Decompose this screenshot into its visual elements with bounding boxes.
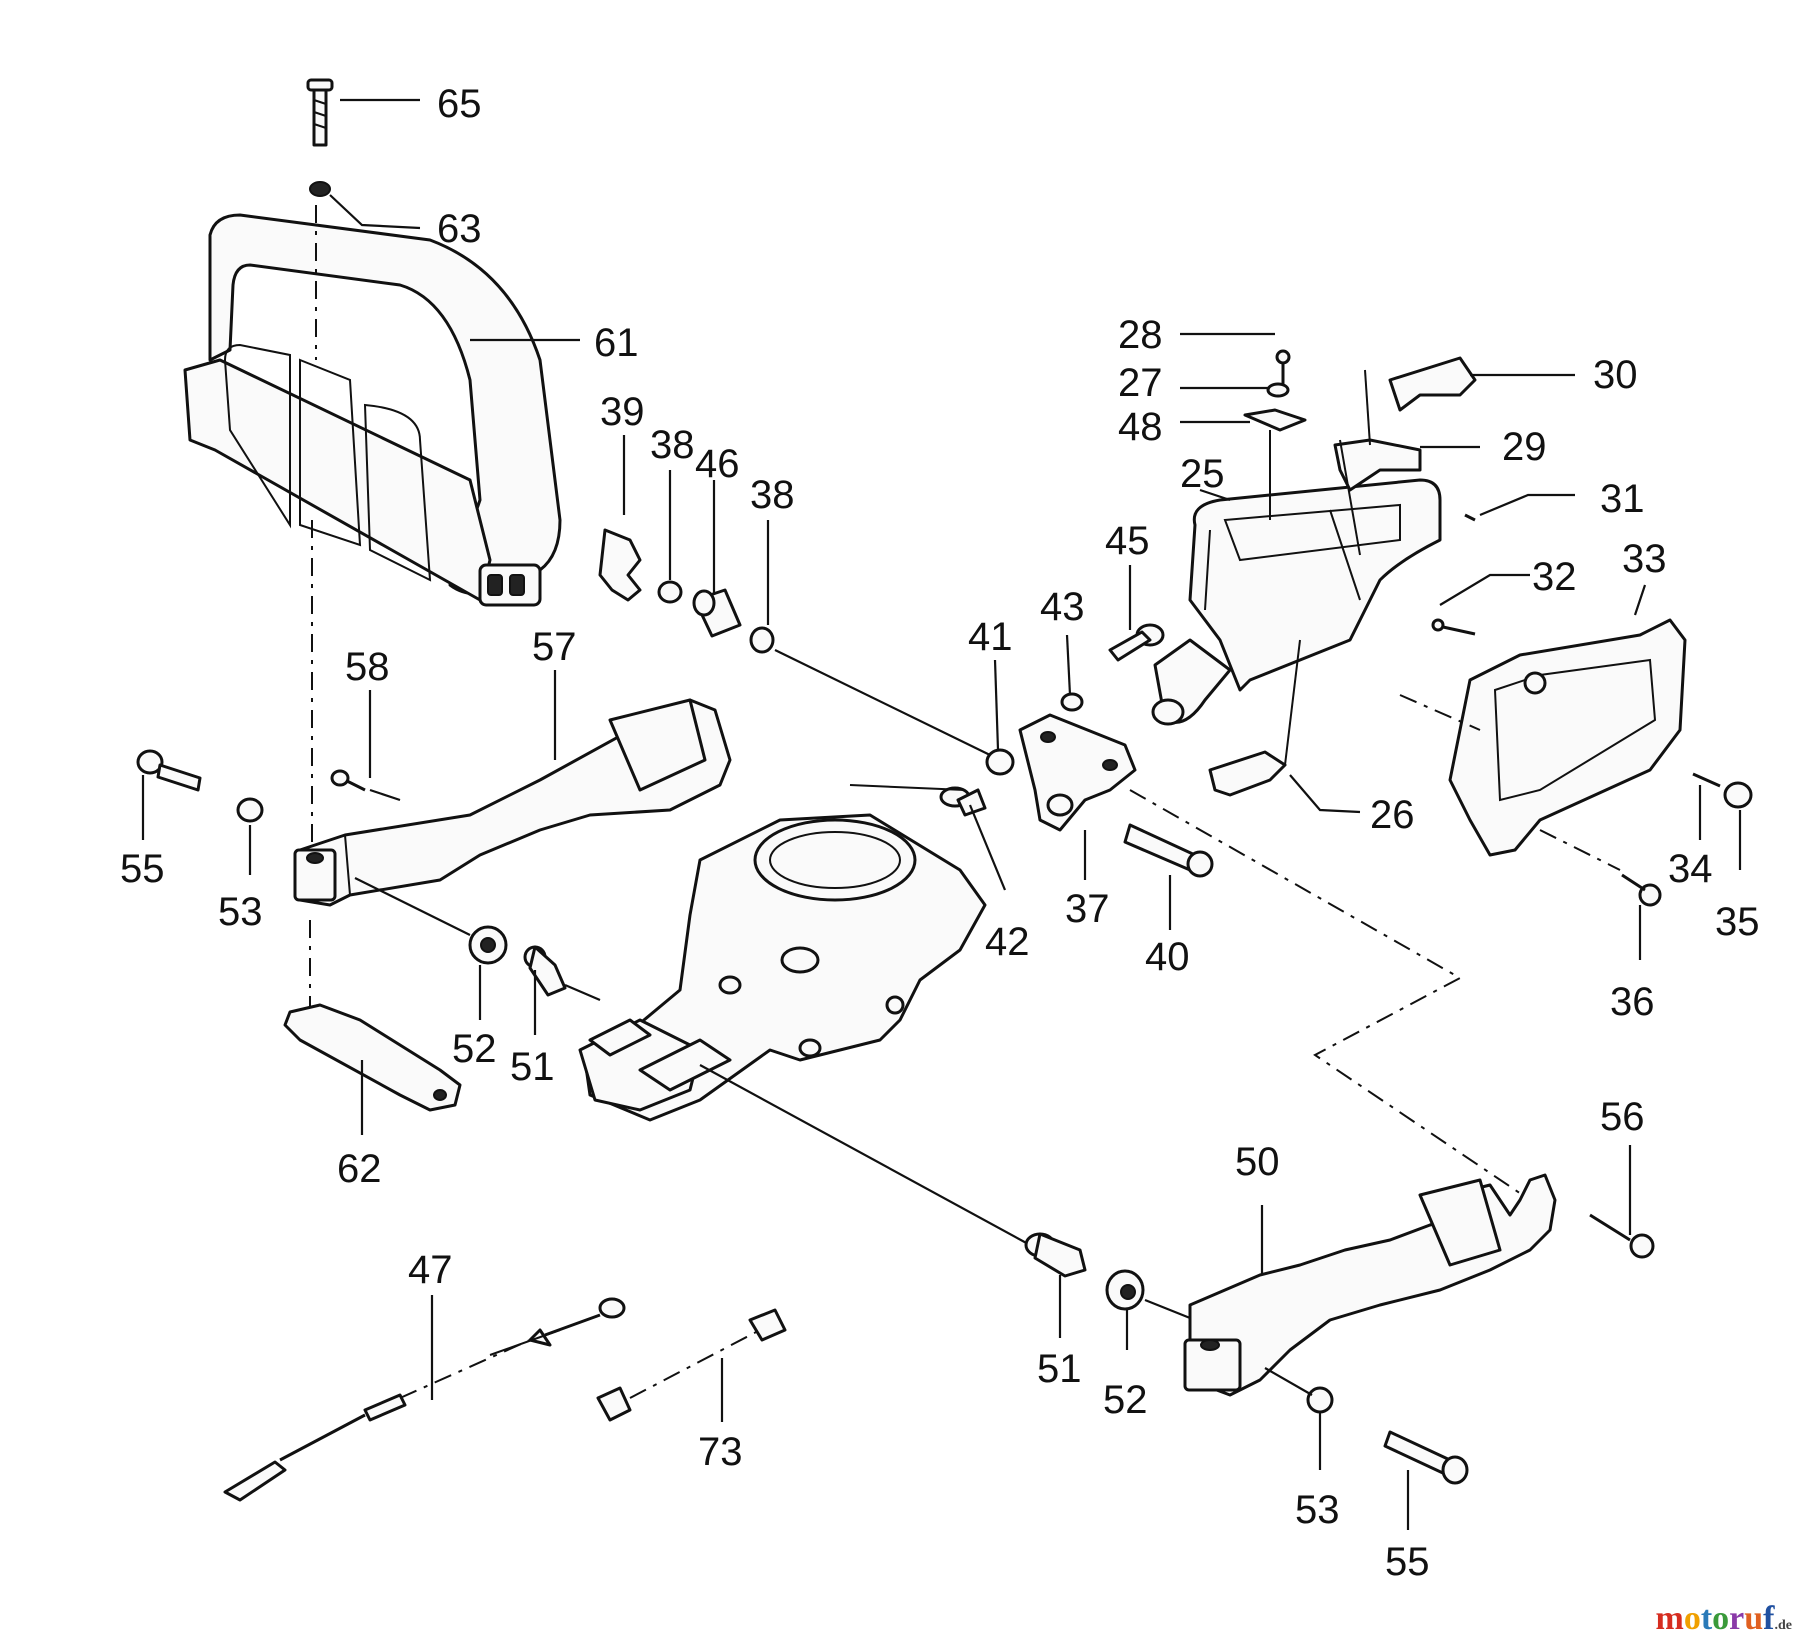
label-38a: 38 xyxy=(650,423,695,467)
sleeve-51a xyxy=(523,945,567,997)
label-51a: 51 xyxy=(510,1045,555,1089)
rear-handle-25 xyxy=(1151,478,1442,726)
label-32: 32 xyxy=(1532,555,1577,599)
label-57: 57 xyxy=(532,625,577,669)
throttle-cable-47 xyxy=(223,1297,626,1502)
lever-30 xyxy=(1388,356,1477,412)
screw-36 xyxy=(1621,873,1662,907)
bolt-55a xyxy=(136,749,202,792)
label-30: 30 xyxy=(1593,353,1638,397)
label-51b: 51 xyxy=(1037,1347,1082,1391)
label-53a: 53 xyxy=(218,890,263,934)
mount-arm-57 xyxy=(293,698,732,907)
washer-38a xyxy=(657,580,683,604)
label-37: 37 xyxy=(1065,887,1110,931)
label-45: 45 xyxy=(1105,519,1150,563)
screw-56 xyxy=(1589,1213,1655,1259)
bracket-26 xyxy=(1208,750,1287,797)
label-35: 35 xyxy=(1715,900,1760,944)
label-28: 28 xyxy=(1118,313,1163,357)
label-33: 33 xyxy=(1622,537,1667,581)
label-62: 62 xyxy=(337,1147,382,1191)
label-61: 61 xyxy=(594,321,639,365)
trigger-29 xyxy=(1333,438,1422,492)
label-46: 46 xyxy=(695,442,740,486)
label-36: 36 xyxy=(1610,980,1655,1024)
label-41: 41 xyxy=(968,615,1013,659)
washer-53a xyxy=(236,797,264,823)
label-65: 65 xyxy=(437,82,482,126)
label-73: 73 xyxy=(698,1430,743,1474)
label-53b: 53 xyxy=(1295,1488,1340,1532)
label-47: 47 xyxy=(408,1248,453,1292)
sleeve-51b xyxy=(1024,1232,1087,1278)
label-55b: 55 xyxy=(1385,1540,1430,1584)
label-56: 56 xyxy=(1600,1095,1645,1139)
bolt-40 xyxy=(1123,823,1214,878)
pin-31 xyxy=(1464,513,1476,522)
label-26: 26 xyxy=(1370,793,1415,837)
bolt-45 xyxy=(1108,623,1165,662)
watermark-letter: r xyxy=(1729,1600,1745,1637)
label-50: 50 xyxy=(1235,1140,1280,1184)
washer-41 xyxy=(985,748,1015,776)
label-29: 29 xyxy=(1502,425,1547,469)
watermark-letter: o xyxy=(1712,1600,1730,1637)
bushing-52b xyxy=(1105,1269,1145,1311)
label-25: 25 xyxy=(1180,452,1225,496)
label-63: 63 xyxy=(437,207,482,251)
washer-38b xyxy=(749,626,775,654)
guard-33 xyxy=(1448,618,1687,857)
watermark-letter: t xyxy=(1700,1600,1713,1637)
watermark-letter: u xyxy=(1744,1600,1764,1637)
engine-housing xyxy=(578,813,987,1122)
label-42: 42 xyxy=(985,920,1030,964)
pin-42 xyxy=(939,786,987,817)
label-34: 34 xyxy=(1668,847,1713,891)
washer-27 xyxy=(1266,382,1290,398)
label-55a: 55 xyxy=(120,847,165,891)
label-27: 27 xyxy=(1118,361,1163,405)
watermark-letter: o xyxy=(1683,1600,1701,1637)
washer-53b xyxy=(1306,1386,1334,1414)
bolt-55b xyxy=(1383,1430,1469,1485)
label-43: 43 xyxy=(1040,585,1085,629)
watermark-suffix: .de xyxy=(1774,1618,1793,1633)
pin-32 xyxy=(1431,618,1476,636)
spacer-46 xyxy=(692,588,742,638)
watermark-letter: m xyxy=(1655,1600,1684,1637)
label-52a: 52 xyxy=(452,1027,497,1071)
handle-guard-61 xyxy=(183,213,562,607)
bracket-37 xyxy=(1018,713,1137,832)
label-40: 40 xyxy=(1145,935,1190,979)
wing-nut-39 xyxy=(598,528,642,602)
screw-58 xyxy=(330,769,366,792)
label-31: 31 xyxy=(1600,477,1645,521)
plate-62 xyxy=(283,1003,462,1112)
plate-48 xyxy=(1243,408,1307,432)
screw-65 xyxy=(306,78,334,147)
washer-63 xyxy=(309,181,331,197)
nut-43 xyxy=(1060,692,1084,712)
label-39: 39 xyxy=(600,390,645,434)
watermark-letter: f xyxy=(1763,1600,1775,1637)
spring-73 xyxy=(596,1308,787,1422)
screw-34 xyxy=(1692,772,1721,788)
label-48: 48 xyxy=(1118,405,1163,449)
label-38b: 38 xyxy=(750,473,795,517)
watermark-logo: motoruf.de xyxy=(1656,1600,1793,1638)
watermark-text: motoruf xyxy=(1656,1600,1775,1638)
screw-28 xyxy=(1275,349,1291,385)
mount-arm-50 xyxy=(1183,1173,1557,1397)
cap-35 xyxy=(1723,781,1753,809)
label-58: 58 xyxy=(345,645,390,689)
label-52b: 52 xyxy=(1103,1378,1148,1422)
bushing-52a xyxy=(468,925,508,965)
